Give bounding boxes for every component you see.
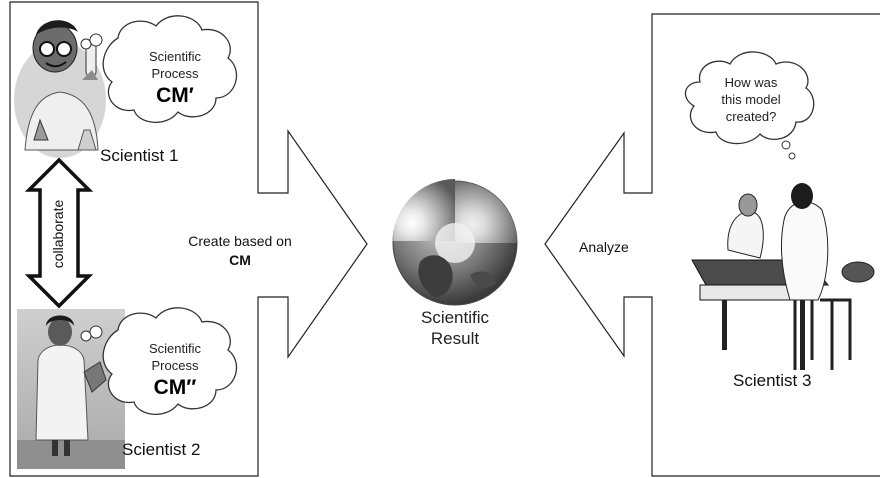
thought-1-line2: Process bbox=[151, 66, 199, 81]
thought-3-line3: created? bbox=[725, 109, 777, 124]
scientist-3-label: Scientist 3 bbox=[733, 371, 812, 390]
scientist-2-illustration bbox=[17, 309, 125, 469]
result-line1: Scientific bbox=[420, 308, 490, 327]
thought-cloud-2 bbox=[80, 307, 238, 415]
thought-3-line2: this model bbox=[721, 92, 781, 107]
thought-2-cm: CM″ bbox=[153, 376, 197, 399]
thought-1-line1: Scientific bbox=[148, 49, 202, 64]
scientist-2-label: Scientist 2 bbox=[122, 440, 201, 459]
thought-1-cm: CM′ bbox=[156, 84, 194, 107]
thought-3-line1: How was bbox=[724, 75, 778, 90]
thought-cloud-1 bbox=[80, 15, 238, 123]
thought-2-line2: Process bbox=[151, 358, 199, 373]
thought-2-line1: Scientific bbox=[148, 341, 202, 356]
collaborate-label: collaborate bbox=[50, 199, 66, 269]
analyze-label: Analyze bbox=[579, 239, 629, 255]
create-arrow-cm: CM bbox=[229, 252, 251, 268]
create-arrow-label: Create based on bbox=[188, 233, 292, 249]
earth-cutaway-icon bbox=[392, 179, 518, 306]
result-line2: Result bbox=[430, 329, 480, 348]
collaborate-double-arrow bbox=[24, 157, 94, 309]
scientist-3-illustration bbox=[691, 140, 875, 370]
scientist-1-label: Scientist 1 bbox=[100, 146, 179, 165]
thought-cloud-3 bbox=[684, 51, 815, 145]
scientist-1-illustration bbox=[14, 20, 106, 158]
